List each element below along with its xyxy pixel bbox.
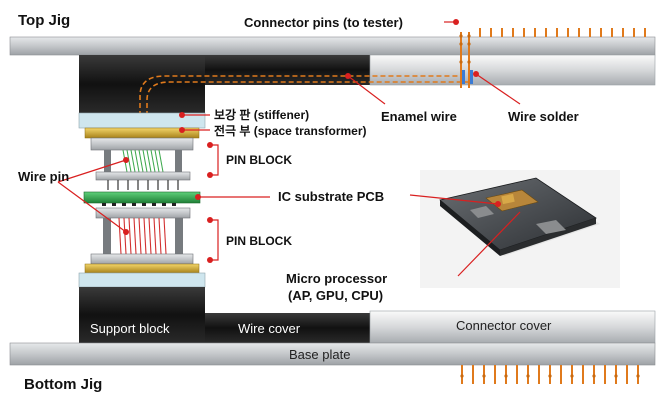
- pin-block-lower-label: PIN BLOCK: [226, 234, 292, 248]
- wire-solder-mark-2: [469, 70, 473, 84]
- connector-pin-beads-top: [459, 34, 471, 64]
- micro-processor-image: [420, 170, 620, 288]
- enamel-wire: [139, 75, 470, 132]
- base-plate: [9, 342, 656, 366]
- wire-solder-label: Wire solder: [508, 109, 579, 124]
- connector-cover-block: [369, 310, 656, 344]
- connector-pins-dot: [453, 19, 459, 25]
- upper-pin-block-top: [90, 137, 194, 151]
- callout-dots: [123, 71, 501, 263]
- lower-wire-pins: [118, 217, 167, 255]
- connector-pins-label: Connector pins (to tester): [244, 15, 403, 30]
- micro-processor-label-2: (AP, GPU, CPU): [288, 288, 383, 303]
- top-jig-label: Top Jig: [18, 12, 70, 29]
- upper-wire-cover: [205, 55, 370, 85]
- pcb-pads: [102, 203, 176, 206]
- micro-processor-label-1: Micro processor: [286, 271, 387, 286]
- connector-pin-row-bottom: [461, 365, 639, 384]
- lower-space-transformer: [84, 263, 200, 274]
- support-block-label: Support block: [90, 321, 170, 336]
- lower-stiffener: [78, 272, 206, 288]
- upper-pin-block-posts: [104, 150, 182, 172]
- base-plate-label: Base plate: [289, 347, 350, 362]
- connector-pins-top: [460, 32, 470, 88]
- stiffener-label: 보강 판 (stiffener): [214, 107, 309, 122]
- wire-pin-label: Wire pin: [18, 169, 69, 184]
- lower-pin-block-bottom: [90, 253, 194, 265]
- upper-support-block: [79, 55, 205, 113]
- ic-substrate-label: IC substrate PCB: [278, 189, 384, 204]
- connector-cover-label: Connector cover: [456, 318, 552, 333]
- wire-solder-mark: [461, 70, 465, 84]
- upper-wire-pins: [122, 149, 164, 173]
- lower-pin-block-posts: [103, 218, 183, 254]
- upper-connector-cover: [369, 54, 656, 86]
- space-transformer-label: 전극 부 (space transformer): [214, 123, 367, 138]
- bottom-jig-label: Bottom Jig: [24, 376, 102, 393]
- callout-lines: [57, 73, 521, 277]
- enamel-wire-label: Enamel wire: [381, 109, 457, 124]
- lower-pin-block-top: [95, 207, 191, 219]
- upper-pin-tips: [107, 180, 179, 190]
- ic-substrate-pcb: [83, 191, 201, 204]
- support-block: [79, 287, 205, 343]
- pin-block-upper-label: PIN BLOCK: [226, 153, 292, 167]
- wire-cover-label: Wire cover: [238, 321, 301, 336]
- wire-cover-block: [205, 313, 370, 343]
- upper-pin-block-bottom: [95, 171, 191, 181]
- top-jig-plate: [9, 36, 656, 56]
- connector-pin-beads-bottom: [460, 374, 640, 378]
- connector-pin-row-top: [479, 28, 646, 37]
